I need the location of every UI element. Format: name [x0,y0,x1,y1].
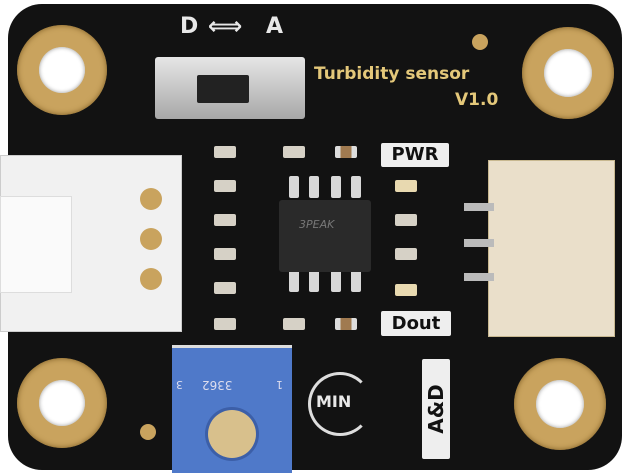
potentiometer[interactable]: 3 3362 1 [172,345,292,473]
smd-component [283,318,305,330]
smd-component [335,318,357,330]
smd-component [395,248,417,260]
connector-pin [140,268,162,290]
pot-marking: 3362 [202,378,233,392]
mounting-hole-bottom-right [514,358,606,450]
mounting-hole-top-left [17,25,107,115]
label-arrow: ⟺ [208,12,243,40]
smd-component [283,146,305,158]
pot-pin1-label: 1 [276,378,283,391]
smd-component [335,146,357,158]
label-a: A [266,14,284,39]
pot-adjust-screw[interactable] [208,410,256,458]
smd-component [214,318,236,330]
via-pad [472,34,488,50]
product-version: V1.0 [455,90,499,110]
label-dout: Dout [381,311,451,336]
switch-slider[interactable] [197,75,249,103]
mounting-hole-bottom-left [17,358,107,448]
op-amp-chip: 3PEAK [279,200,371,272]
mounting-hole-top-right [522,27,614,119]
min-rotate-icon [308,372,372,436]
smd-component [214,248,236,260]
right-connector [464,160,615,337]
label-pwr: PWR [381,143,449,167]
mode-switch[interactable] [155,57,305,119]
via-pad [140,424,156,440]
connector-pin [140,188,162,210]
smd-component [214,214,236,226]
smd-component [214,180,236,192]
product-title: Turbidity sensor [314,64,470,84]
pwr-led [395,180,417,192]
connector-pin [140,228,162,250]
smd-component [214,282,236,294]
pot-pin3-label: 3 [176,378,183,391]
chip-marking: 3PEAK [299,218,335,231]
dout-led [395,284,417,296]
smd-component [395,214,417,226]
label-min: MIN [316,392,352,411]
smd-component [214,146,236,158]
label-mode: A&D [422,359,450,459]
label-d: D [180,14,199,39]
